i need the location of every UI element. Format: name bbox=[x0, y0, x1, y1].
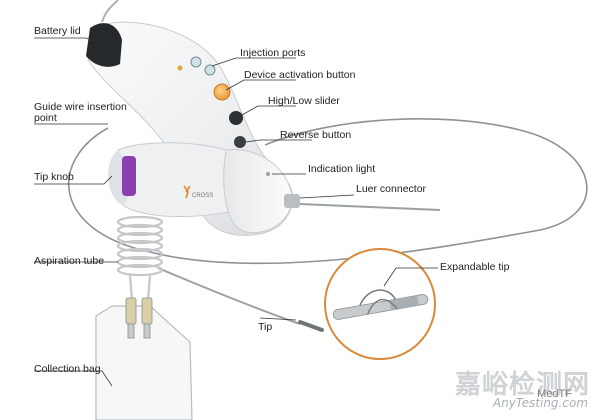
label-collection-bag: Collection bag bbox=[34, 363, 101, 375]
tube-connectors bbox=[125, 297, 153, 339]
catheter-shaft bbox=[299, 203, 441, 211]
label-reverse-button: Reverse button bbox=[280, 129, 352, 141]
battery-lid-shape bbox=[86, 23, 122, 67]
top-wire bbox=[101, 0, 119, 23]
watermark-url: AnyTesting.com bbox=[492, 396, 588, 410]
tip-element bbox=[298, 320, 324, 332]
label-guide-wire-insertion-point: Guide wire insertion point bbox=[34, 101, 127, 124]
nose-cone bbox=[223, 149, 293, 234]
label-luer-connector: Luer connector bbox=[356, 183, 427, 195]
logo-mark bbox=[183, 185, 191, 199]
leader-lines bbox=[34, 37, 438, 387]
watermark-chinese: 嘉峪检测网 bbox=[454, 370, 590, 400]
label-tip-knob: Tip knob bbox=[34, 171, 74, 183]
label-high-low-slider: High/Low slider bbox=[268, 95, 340, 107]
watermark-credit: MedTF bbox=[537, 388, 572, 400]
label-injection-ports: Injection ports bbox=[240, 47, 306, 59]
label-battery-lid: Battery lid bbox=[34, 25, 81, 37]
label-tip: Tip bbox=[258, 321, 273, 333]
reverse-button-shape bbox=[234, 136, 246, 148]
lower-catheter bbox=[157, 267, 301, 325]
inset-catheter bbox=[332, 289, 429, 320]
injection-ports-shape bbox=[177, 56, 216, 76]
label-device-activation-button: Device activation button bbox=[244, 69, 356, 81]
activation-button-shape bbox=[213, 83, 231, 101]
label-aspiration-tube: Aspiration tube bbox=[34, 255, 105, 267]
logo-text: CROSS bbox=[192, 193, 213, 199]
slider-shape bbox=[229, 111, 243, 125]
purple-accent bbox=[122, 156, 136, 196]
label-indication-light: Indication light bbox=[308, 163, 376, 175]
aspiration-coil bbox=[116, 215, 164, 301]
luer-connector-shape bbox=[284, 194, 300, 208]
indication-light-shape bbox=[266, 172, 270, 176]
guide-wire bbox=[67, 118, 588, 265]
label-expandable-tip: Expandable tip bbox=[440, 261, 510, 273]
